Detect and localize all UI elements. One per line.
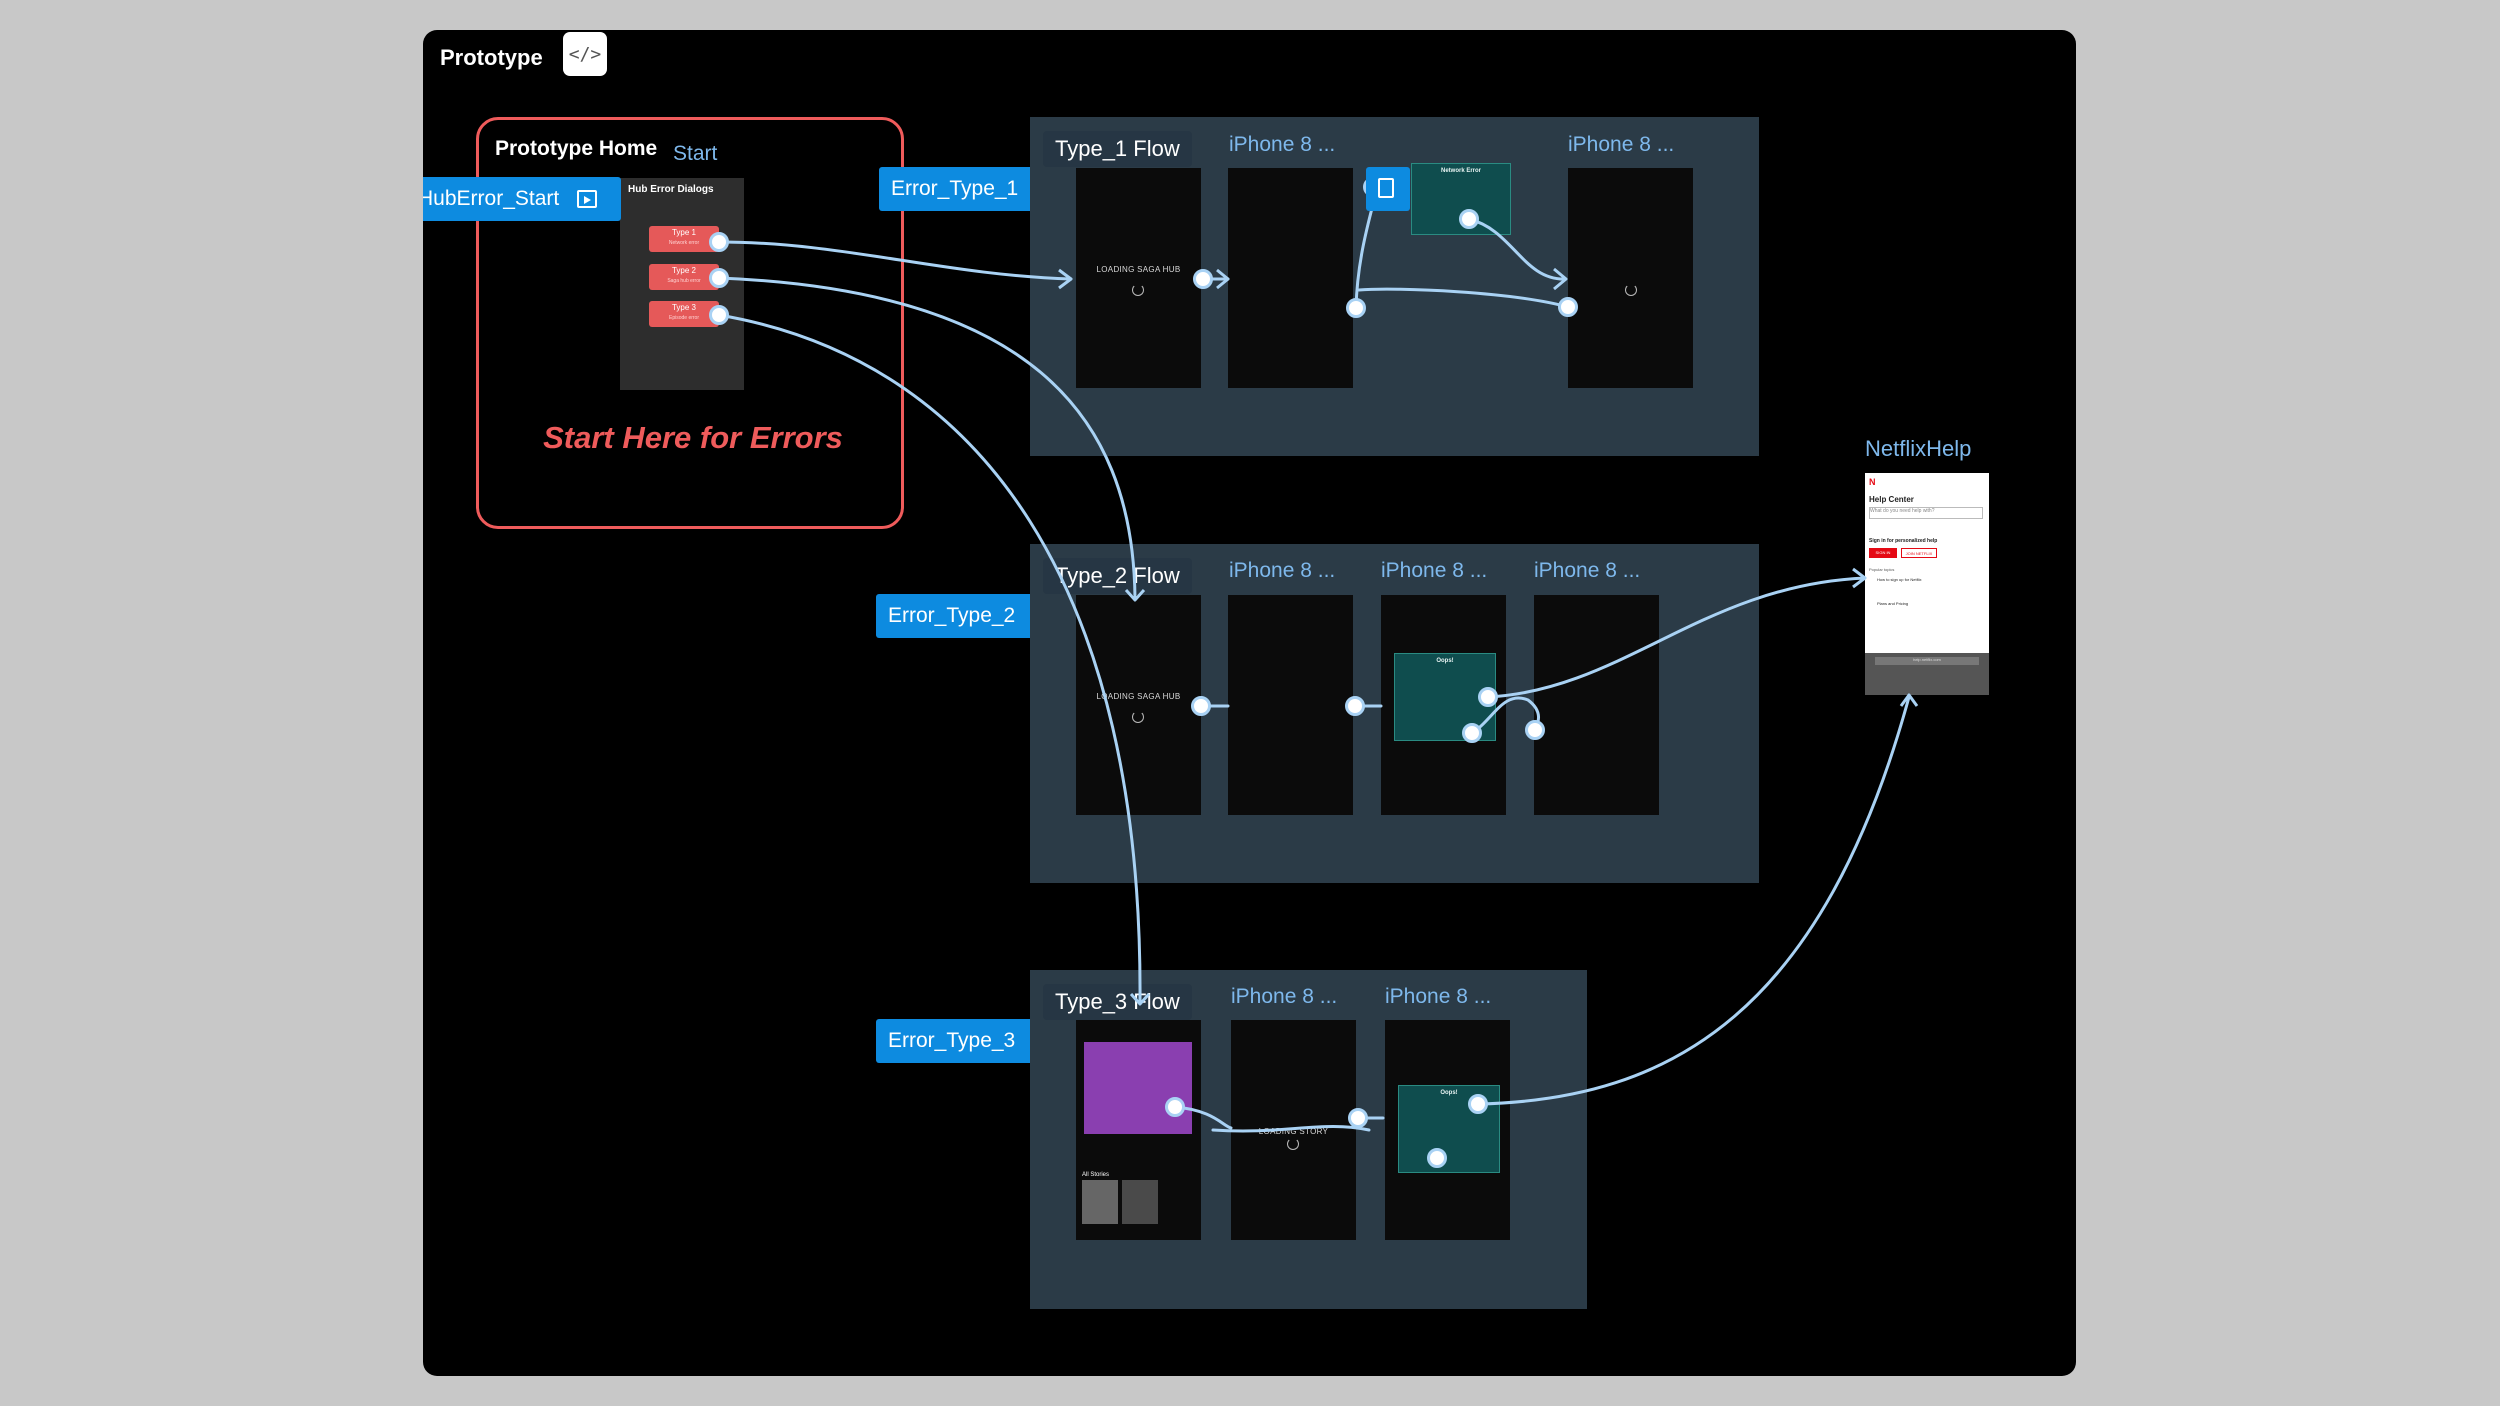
connection-handle[interactable]: [1459, 209, 1479, 229]
join-button[interactable]: JOIN NETFLIX: [1901, 548, 1937, 558]
connector: [1211, 1125, 1371, 1133]
connection-handle[interactable]: [1558, 297, 1578, 317]
story-home-screen[interactable]: All Stories: [1076, 1020, 1201, 1240]
all-stories-label: All Stories: [1082, 1172, 1110, 1178]
prototype-connectors: [717, 185, 1919, 1133]
loading-text: LOADING STORY: [1258, 1127, 1329, 1136]
loading-screen[interactable]: LOADING SAGA HUB: [1076, 595, 1201, 815]
story-thumb[interactable]: [1122, 1180, 1158, 1224]
prototype-canvas: Prototype </> Prototype Home Start Hub E…: [423, 30, 2076, 1376]
retry-screen[interactable]: [1568, 168, 1693, 388]
start-here-hint: Start Here for Errors: [543, 420, 843, 455]
help-heading: Help Center: [1869, 495, 1914, 504]
connection-handle[interactable]: [1191, 696, 1211, 716]
loading-text: LOADING SAGA HUB: [1096, 692, 1181, 701]
connection-handle[interactable]: [1478, 687, 1498, 707]
connector: [1467, 217, 1567, 281]
url-field[interactable]: help.netflix.com: [1875, 657, 1979, 665]
code-icon: </>: [568, 43, 602, 65]
connection-handle[interactable]: [1346, 298, 1366, 318]
help-topic[interactable]: How to sign up for Netflix: [1877, 577, 1922, 582]
overlay-action-icon[interactable]: [1366, 167, 1410, 211]
connection-handle[interactable]: [1468, 1094, 1488, 1114]
connection-handle[interactable]: [709, 305, 729, 325]
connection-handle[interactable]: [1427, 1148, 1447, 1168]
saga-hub-screen[interactable]: [1228, 595, 1353, 815]
connector-type-3: [717, 313, 1142, 1004]
netflix-help-screen[interactable]: N Help Center What do you need help with…: [1865, 473, 1989, 695]
saga-hub-screen[interactable]: [1228, 168, 1353, 388]
help-search-input[interactable]: What do you need help with?: [1869, 507, 1983, 519]
spinner-icon: [1132, 711, 1144, 723]
start-label: Start: [673, 142, 718, 165]
connector-type-2: [717, 276, 1137, 600]
story-artwork: [1084, 1042, 1192, 1134]
spinner-icon: [1287, 1138, 1299, 1150]
popular-topics: Popular topics: [1869, 567, 1895, 572]
connection-handle[interactable]: [1193, 269, 1213, 289]
type-2-flow-label: Type_2 Flow: [1043, 558, 1192, 594]
connection-handle[interactable]: [1345, 696, 1365, 716]
hub-error-start-tag[interactable]: HubError_Start: [423, 177, 621, 221]
loading-screen[interactable]: LOADING SAGA HUB: [1076, 168, 1201, 388]
frame-label: iPhone 8 ...: [1229, 559, 1336, 582]
spinner-icon: [1132, 284, 1144, 296]
browser-bar: help.netflix.com: [1865, 653, 1989, 695]
loading-text: LOADING SAGA HUB: [1096, 265, 1181, 274]
connector: [1357, 287, 1570, 309]
connector: [1476, 695, 1911, 1106]
signin-title: Sign in for personalized help: [1869, 538, 1938, 544]
connection-handle[interactable]: [709, 232, 729, 252]
frame-label: iPhone 8 ...: [1381, 559, 1488, 582]
netflix-help-label: NetflixHelp: [1865, 436, 1972, 461]
frame-label: iPhone 8 ...: [1229, 133, 1336, 156]
code-view-button[interactable]: </>: [563, 32, 607, 76]
hub-screen-title: Hub Error Dialogs: [628, 184, 714, 195]
type-1-flow-label: Type_1 Flow: [1043, 131, 1192, 167]
prototype-home-frame[interactable]: [476, 117, 904, 529]
arrowheads: [1058, 267, 1919, 1006]
connection-handle[interactable]: [1525, 720, 1545, 740]
connector: [1486, 576, 1867, 699]
spinner-icon: [1625, 284, 1637, 296]
type-3-flow-label: Type_3 Flow: [1043, 984, 1192, 1020]
frame-label: iPhone 8 ...: [1385, 985, 1492, 1008]
connection-handle[interactable]: [709, 268, 729, 288]
frame-label: iPhone 8 ...: [1568, 133, 1675, 156]
netflix-logo-icon: N: [1869, 477, 1876, 487]
connection-handle[interactable]: [1348, 1108, 1368, 1128]
prototype-title: Prototype: [440, 45, 543, 70]
story-thumb[interactable]: [1082, 1180, 1118, 1224]
frame-label: iPhone 8 ...: [1231, 985, 1338, 1008]
error-screen[interactable]: [1534, 595, 1659, 815]
help-topic[interactable]: Plans and Pricing: [1877, 601, 1909, 606]
frame-label: iPhone 8 ...: [1534, 559, 1641, 582]
flow-start-icon: [577, 190, 598, 208]
connection-handle[interactable]: [1165, 1097, 1185, 1117]
prototype-home-title: Prototype Home: [495, 137, 658, 160]
signin-button[interactable]: SIGN IN: [1869, 548, 1897, 558]
connection-handle[interactable]: [1462, 723, 1482, 743]
connector-type-1: [717, 240, 1073, 281]
